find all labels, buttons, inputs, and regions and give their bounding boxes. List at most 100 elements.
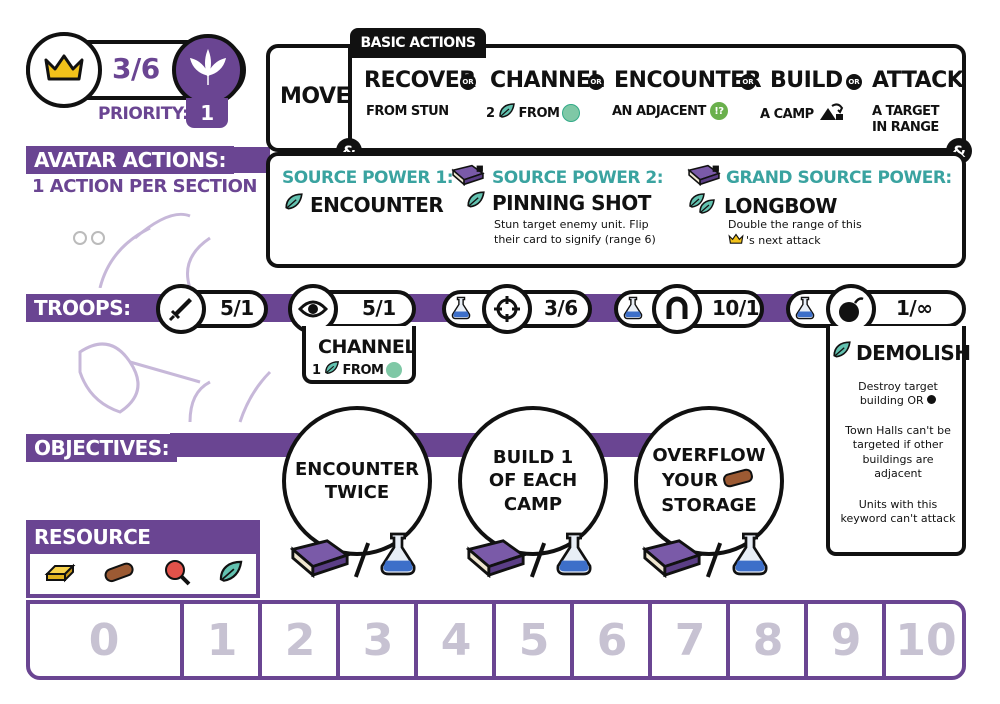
track-separator bbox=[492, 600, 496, 680]
demolish-rule-1-text: Destroy target building OR bbox=[858, 380, 938, 408]
potion-icon bbox=[730, 530, 770, 582]
channel-ability-title: CHANNEL bbox=[318, 336, 416, 358]
or-badge-4: OR bbox=[846, 74, 862, 90]
grand-source-name[interactable]: LONGBOW bbox=[688, 190, 838, 221]
decorative-tree bbox=[40, 198, 250, 292]
crown-icon bbox=[43, 52, 85, 88]
potion-icon bbox=[794, 296, 816, 324]
track-separator bbox=[180, 600, 184, 680]
troop-1-stats: 5/1 bbox=[220, 296, 254, 320]
leaf-icon bbox=[466, 190, 486, 215]
action-build[interactable]: BUILD bbox=[770, 68, 843, 93]
locked-book-icon bbox=[448, 164, 488, 190]
bomb-icon bbox=[826, 284, 876, 334]
channel-ability-sub: 1 FROM bbox=[312, 360, 403, 380]
track-separator bbox=[570, 600, 574, 680]
track-cell-7[interactable]: 7 bbox=[674, 614, 706, 666]
grand-source-heading: GRAND SOURCE POWER: bbox=[726, 168, 952, 188]
basic-actions-panel bbox=[266, 44, 966, 152]
rank-value: 3/6 bbox=[112, 52, 160, 85]
grand-source-label: LONGBOW bbox=[724, 193, 838, 218]
resource-tracker-title: RESOURCE TRACKER: bbox=[26, 520, 260, 583]
overflow-line-2: YOUR bbox=[662, 468, 756, 494]
potion-icon bbox=[450, 296, 472, 324]
priority-label: PRIORITY: bbox=[98, 104, 189, 124]
overflow-line-2-text: YOUR bbox=[661, 470, 719, 492]
book-icon bbox=[290, 538, 350, 582]
book-icon bbox=[642, 538, 702, 582]
leaf-icon bbox=[498, 102, 516, 124]
bomb-icon bbox=[927, 395, 937, 405]
channel-ability-count: 1 bbox=[312, 362, 321, 378]
track-cell-10[interactable]: 10 bbox=[895, 614, 957, 666]
potion-icon bbox=[378, 530, 418, 582]
gold-icon bbox=[43, 560, 77, 588]
track-cell-4[interactable]: 4 bbox=[440, 614, 472, 666]
objective-overflow-storage[interactable]: OVERFLOW YOUR STORAGE bbox=[634, 406, 784, 556]
crown-badge bbox=[26, 32, 102, 108]
move-action[interactable]: MOVE bbox=[280, 84, 351, 109]
move-divider bbox=[348, 48, 352, 148]
grand-source-desc-line1: Double the range of this bbox=[728, 218, 862, 231]
build-sub: A CAMP bbox=[760, 102, 844, 126]
track-cell-8[interactable]: 8 bbox=[752, 614, 784, 666]
track-separator bbox=[804, 600, 808, 680]
track-separator bbox=[648, 600, 652, 680]
objective-encounter-twice[interactable]: ENCOUNTER TWICE bbox=[282, 406, 432, 556]
channel-sub-from: FROM bbox=[518, 105, 560, 121]
crosshair-icon bbox=[482, 284, 532, 334]
demolish-panel bbox=[826, 326, 966, 556]
meat-icon bbox=[163, 558, 193, 590]
track-separator bbox=[336, 600, 340, 680]
double-leaf-icon bbox=[688, 190, 718, 221]
action-channel[interactable]: CHANNEL bbox=[490, 68, 604, 93]
potion-icon bbox=[622, 296, 644, 324]
objective-build-camps[interactable]: BUILD 1 OF EACH CAMP bbox=[458, 406, 608, 556]
track-cell-5[interactable]: 5 bbox=[518, 614, 550, 666]
source-power-1-heading: SOURCE POWER 1: bbox=[282, 168, 454, 188]
troop-card-5[interactable] bbox=[786, 290, 966, 328]
channel-ability-from: FROM bbox=[342, 362, 384, 378]
action-recover[interactable]: RECOVER bbox=[364, 68, 476, 93]
demolish-rule-3: Units with this keyword can't attack bbox=[840, 498, 956, 526]
demolish-label: DEMOLISH bbox=[856, 340, 971, 365]
track-separator bbox=[726, 600, 730, 680]
attack-sub: A TARGET IN RANGE bbox=[872, 104, 939, 135]
or-badge-3: OR bbox=[740, 74, 756, 90]
locked-book-icon bbox=[684, 164, 724, 190]
encounter-token-icon: !? bbox=[709, 102, 728, 120]
encounter-sub: AN ADJACENT !? bbox=[612, 102, 728, 120]
encounter-sub-text: AN ADJACENT bbox=[612, 103, 706, 119]
potion-icon bbox=[554, 530, 594, 582]
source-token-icon bbox=[386, 362, 403, 378]
source-power-1-name[interactable]: ENCOUNTER bbox=[284, 192, 444, 217]
track-cell-9[interactable]: 9 bbox=[830, 614, 862, 666]
or-badge-1: OR bbox=[460, 74, 476, 90]
source-token-icon bbox=[562, 104, 581, 122]
track-separator bbox=[258, 600, 262, 680]
track-cell-1[interactable]: 1 bbox=[206, 614, 238, 666]
grand-source-desc: Double the range of this 's next attack bbox=[728, 218, 928, 250]
eye-icon bbox=[288, 284, 338, 334]
track-cell-6[interactable]: 6 bbox=[596, 614, 628, 666]
track-cell-0[interactable]: 0 bbox=[88, 614, 120, 666]
faction-crest bbox=[172, 34, 244, 106]
action-attack[interactable]: ATTACK bbox=[872, 68, 964, 93]
source-power-2-name[interactable]: PINNING SHOT bbox=[466, 190, 651, 215]
troops-title: TROOPS: bbox=[26, 294, 139, 322]
wood-icon bbox=[102, 560, 138, 588]
resource-icon-row bbox=[26, 554, 260, 598]
grand-source-desc-tail: 's next attack bbox=[746, 233, 821, 247]
source-power-2-label: PINNING SHOT bbox=[492, 190, 651, 215]
track-separator bbox=[882, 600, 886, 680]
or-badge-2: OR bbox=[588, 74, 604, 90]
source-powers-panel bbox=[266, 152, 966, 268]
track-cell-2[interactable]: 2 bbox=[284, 614, 316, 666]
overflow-line-3: STORAGE bbox=[661, 495, 757, 517]
horseshoe-icon bbox=[652, 284, 702, 334]
action-encounter[interactable]: ENCOUNTER bbox=[614, 68, 762, 93]
demolish-rule-2: Town Halls can't be targeted if other bu… bbox=[845, 424, 951, 480]
source-power-1-label: ENCOUNTER bbox=[310, 192, 444, 217]
track-cell-3[interactable]: 3 bbox=[362, 614, 394, 666]
wood-icon bbox=[722, 468, 756, 494]
